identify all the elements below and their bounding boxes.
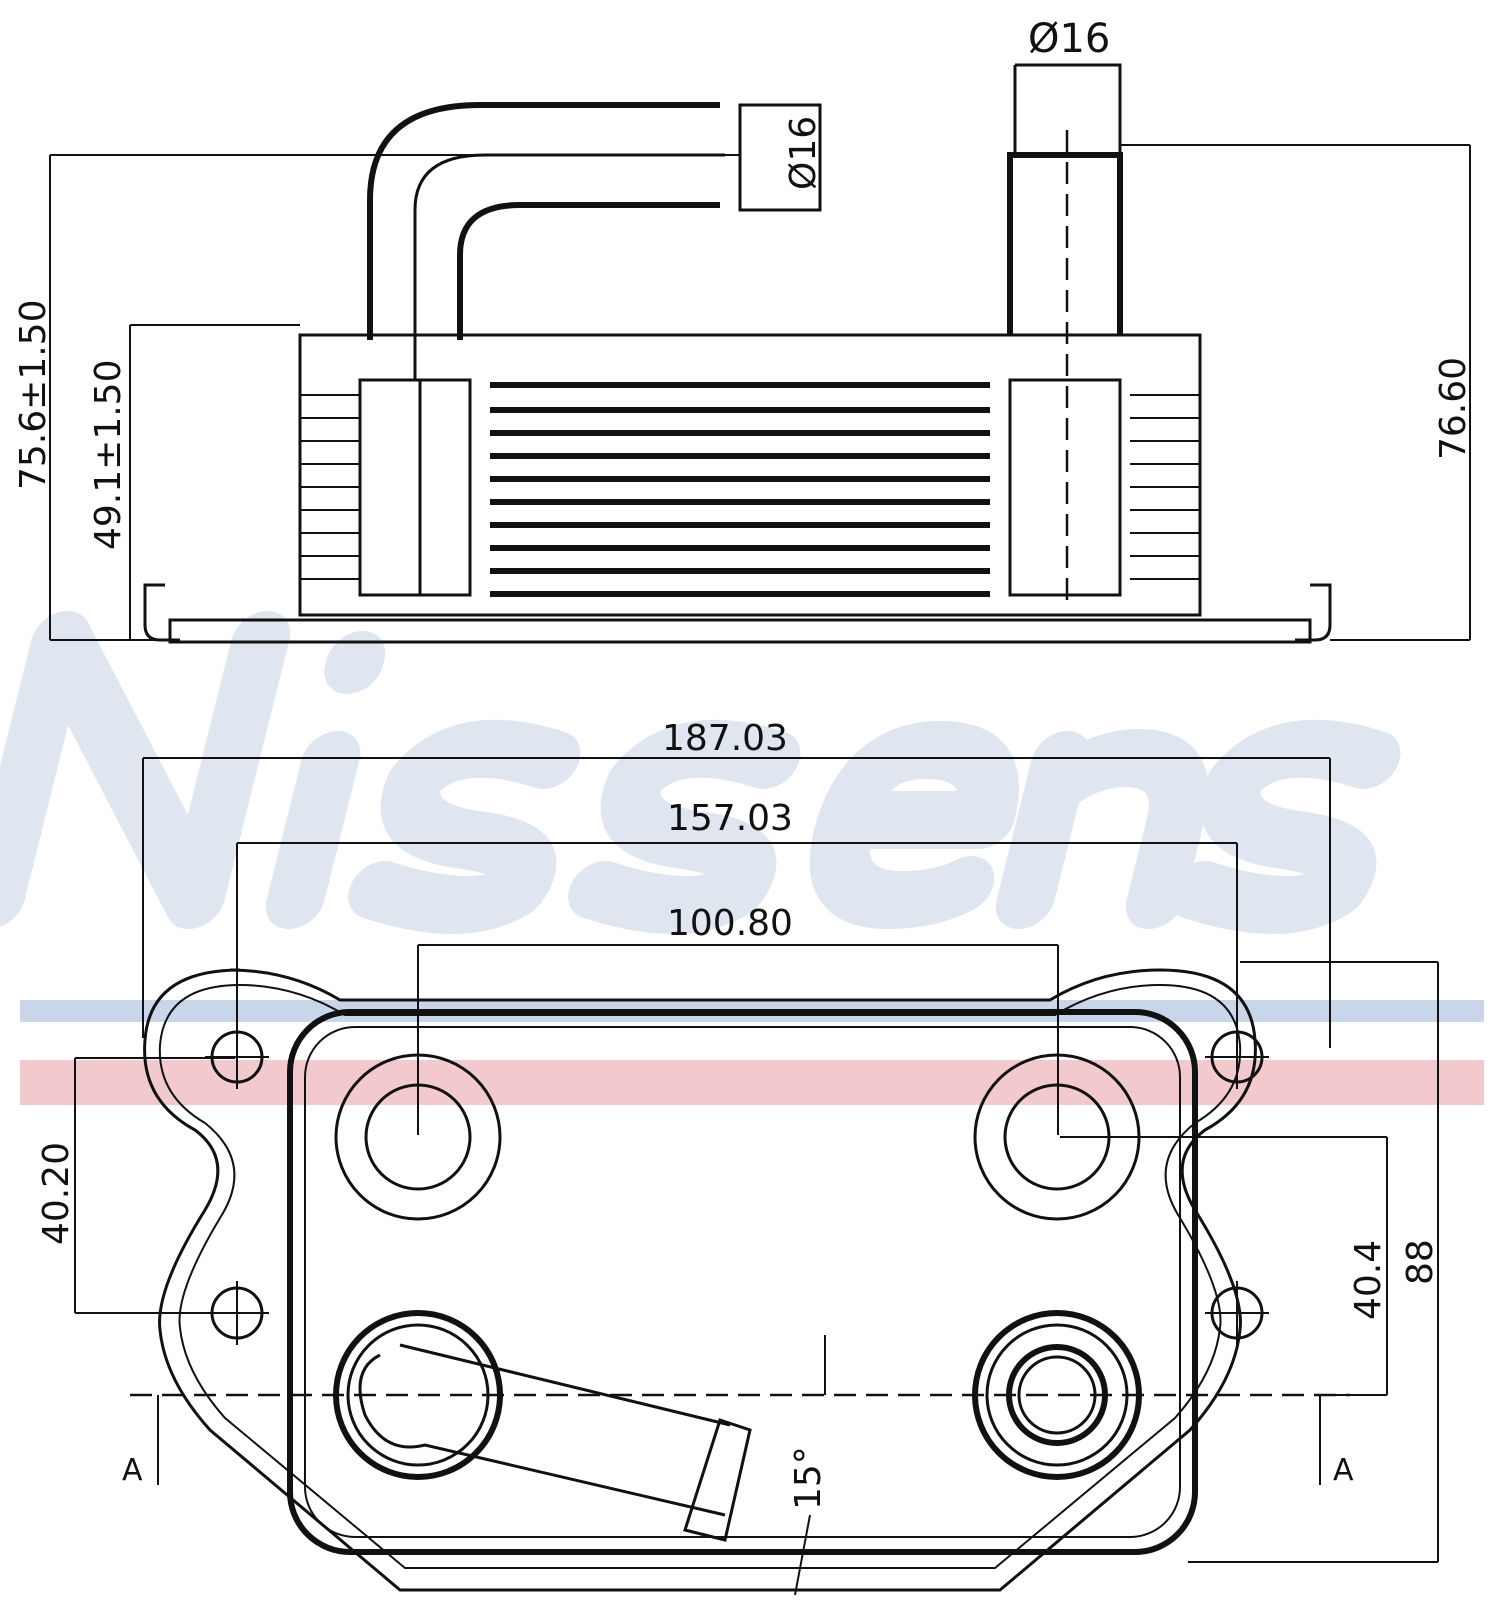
- ports: [333, 1053, 1142, 1542]
- top-fitting-diameter-dim: Ø16: [1028, 16, 1110, 62]
- overall-height-dim: 75.6±1.50: [13, 300, 54, 490]
- port-spacing-dim: 100.80: [667, 903, 793, 944]
- top-view: A A 15° 187.03 157.03 100.80 40.20 40.4 …: [36, 718, 1441, 1596]
- mount-hole-spacing-dim: 157.03: [667, 798, 793, 839]
- watermark: [0, 611, 1484, 1105]
- cooler-fins: [300, 394, 1200, 597]
- angle-dim: 15°: [788, 1446, 829, 1510]
- mount-hole-vertical-dim: 40.20: [36, 1142, 77, 1245]
- side-view: 75.6±1.50 49.1±1.50 76.60 Ø16 Ø16: [13, 16, 1474, 644]
- body-height-dim: 49.1±1.50: [88, 360, 129, 550]
- section-marker-left: A: [122, 1453, 143, 1488]
- overall-depth-dim: 88: [1400, 1239, 1441, 1285]
- watermark-logo: [0, 611, 1401, 934]
- side-fitting-diameter-dim: Ø16: [783, 116, 824, 190]
- fitting-height-dim: 76.60: [1433, 357, 1474, 460]
- overall-width-dim: 187.03: [662, 718, 788, 759]
- section-marker-right: A: [1333, 1453, 1354, 1488]
- port-vertical-dim: 40.4: [1348, 1240, 1389, 1320]
